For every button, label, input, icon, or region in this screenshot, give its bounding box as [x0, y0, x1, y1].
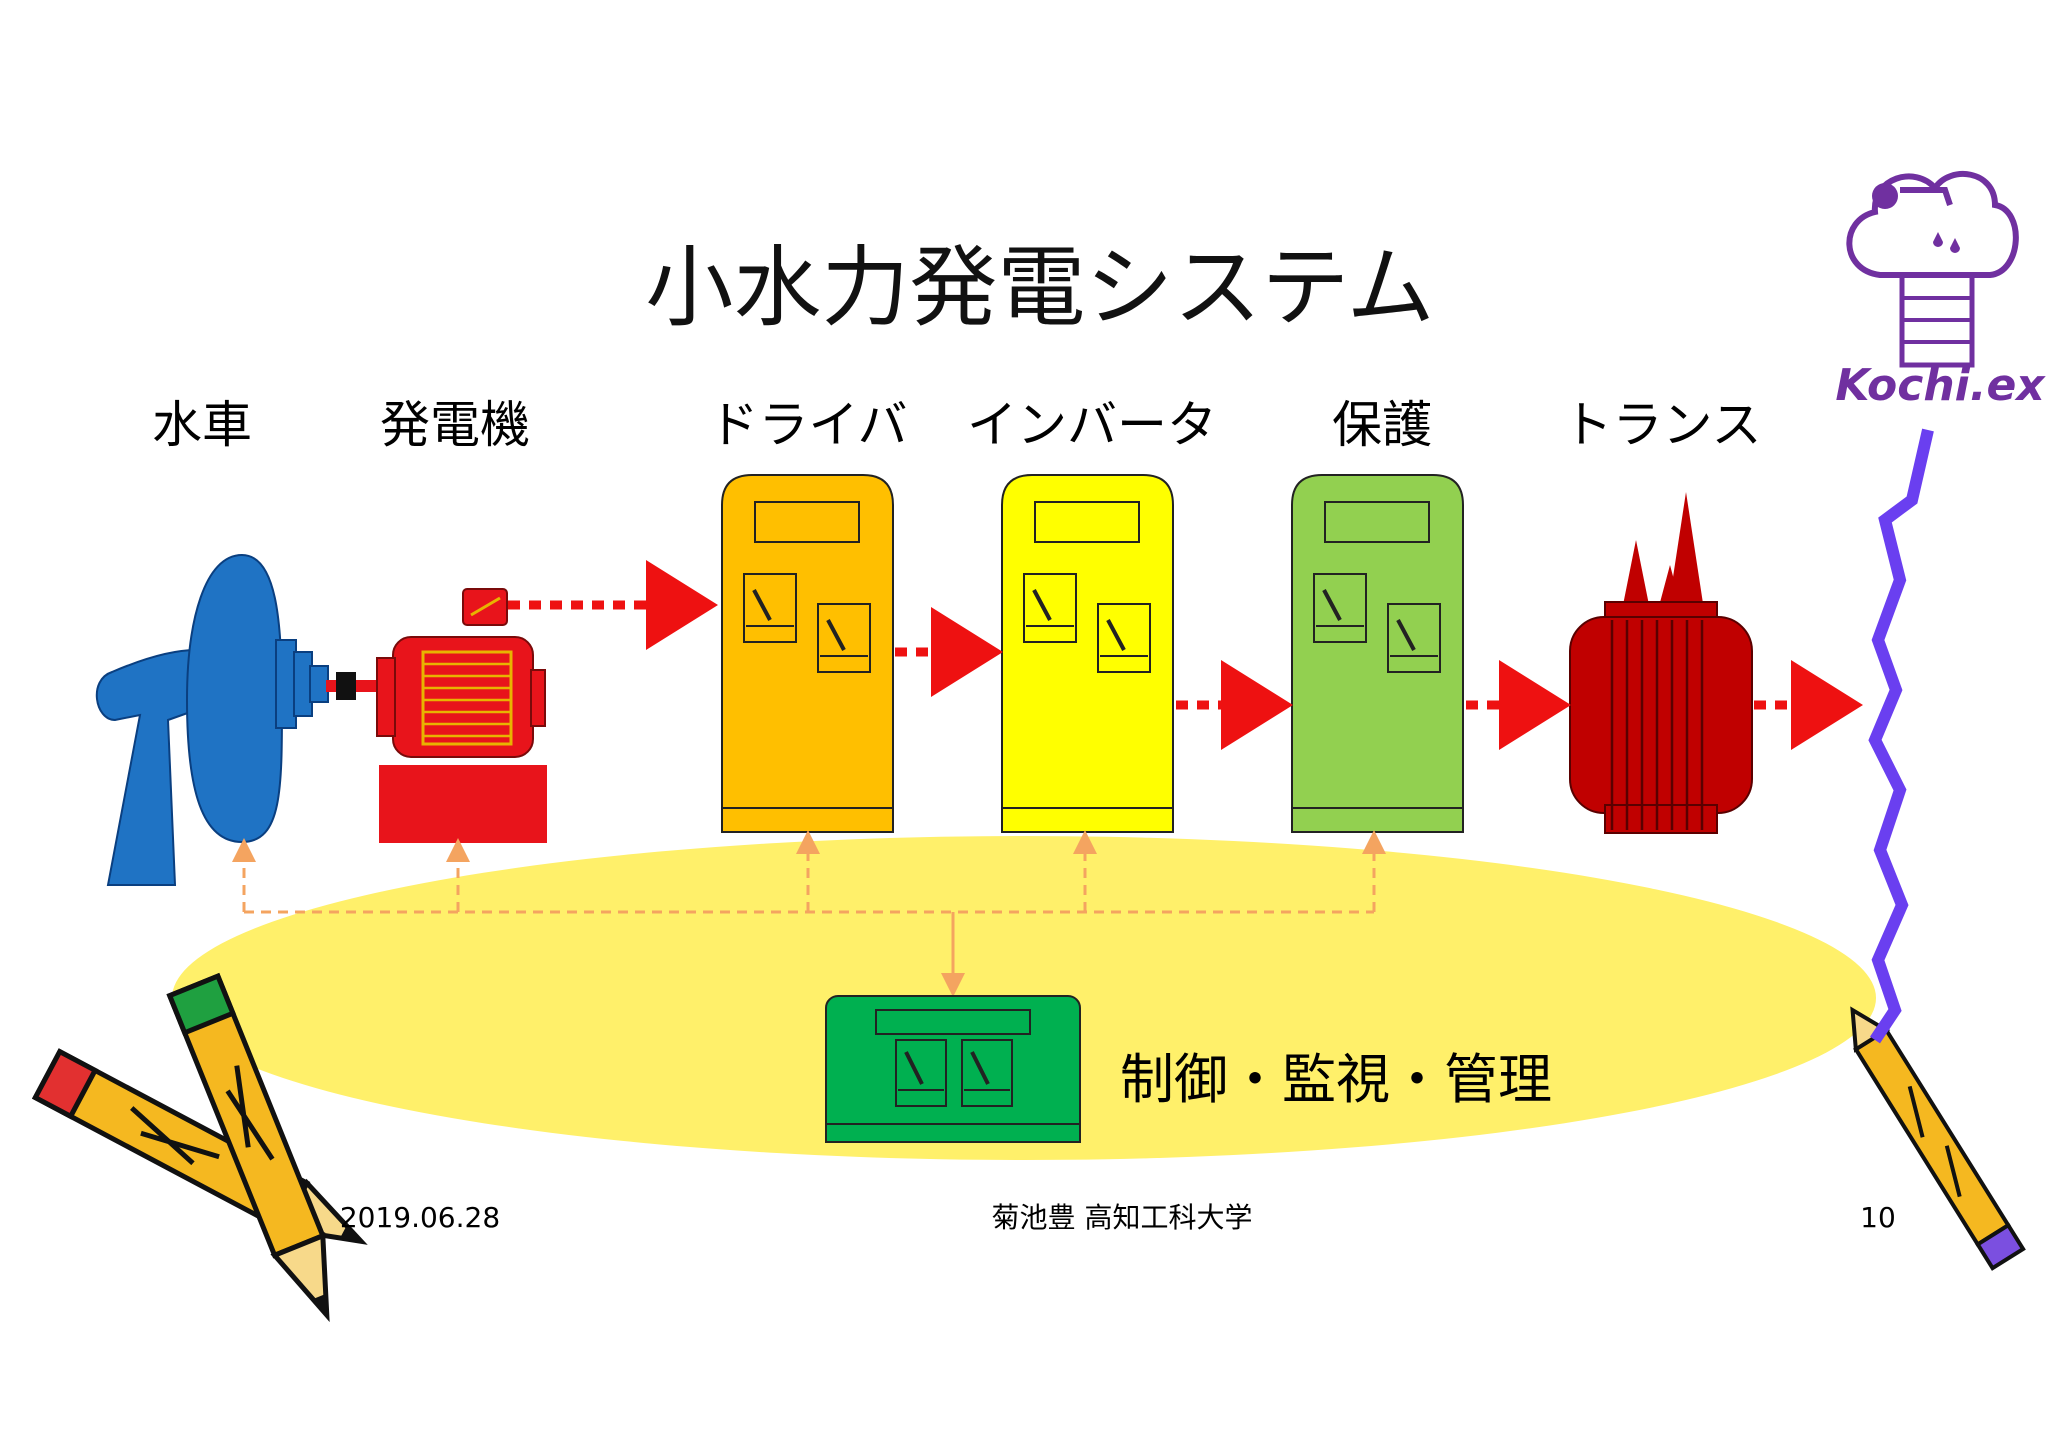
pencil-icon — [31, 1048, 368, 1245]
power-flow — [508, 560, 1863, 750]
meter-icon — [961, 1039, 1013, 1107]
footer-date: 2019.06.28 — [340, 1201, 500, 1234]
inverter-cabinet — [1001, 474, 1174, 833]
meter-icon — [743, 573, 797, 643]
label-driver: ドライバ — [709, 396, 908, 454]
transformer — [1569, 492, 1753, 834]
control-panel — [825, 995, 1081, 1143]
label-inverter: インバータ — [967, 396, 1217, 454]
page-number: 10 — [1860, 1201, 1896, 1234]
waterwheel — [95, 553, 329, 886]
label-waterwheel: 水車 — [152, 396, 252, 454]
pencil-icon — [1850, 1006, 2026, 1271]
pencil-icon — [166, 972, 330, 1323]
meter-icon — [1097, 603, 1151, 673]
label-protection: 保護 — [1332, 396, 1432, 454]
logo-text: Kochi.ex — [1835, 360, 2046, 411]
meter-icon — [1313, 573, 1367, 643]
label-transformer: トランス — [1563, 396, 1762, 454]
footer-author: 菊池豊 高知工科大学 — [992, 1201, 1253, 1234]
lightning-icon — [1868, 428, 1934, 1044]
control-signals — [232, 830, 1386, 914]
coupling — [336, 672, 356, 700]
meter-icon — [817, 603, 871, 673]
meter-icon — [895, 1039, 947, 1107]
cloud-logo-icon — [1846, 171, 2019, 368]
meter-icon — [1023, 573, 1077, 643]
protection-cabinet — [1291, 474, 1464, 833]
label-control: 制御・監視・管理 — [1120, 1048, 1552, 1111]
label-generator: 発電機 — [380, 396, 530, 454]
driver-cabinet — [721, 474, 894, 833]
slide-title: 小水力発電システム — [645, 236, 1434, 339]
meter-icon — [1387, 603, 1441, 673]
generator — [376, 588, 547, 843]
